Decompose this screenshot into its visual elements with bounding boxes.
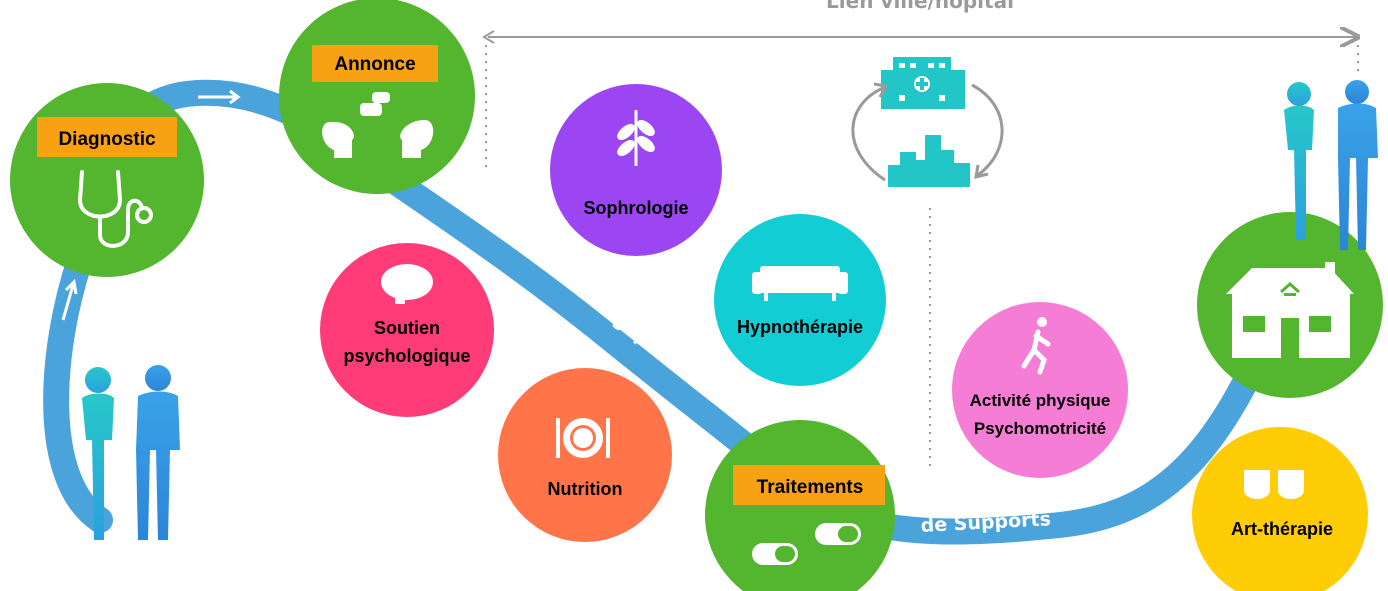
cycle-arrow-left [851,86,886,182]
care-activite-label-1: Activité physique [970,391,1111,410]
couch-icon [752,266,848,301]
stethoscope-icon [77,170,153,248]
city-icon [888,135,970,187]
pills-icon [752,523,861,565]
running-person-icon [1021,317,1051,375]
path-arrow-right [198,89,241,105]
care-nutrition-label: Nutrition [548,479,623,499]
care-sophrologie-label: Sophrologie [584,198,689,218]
tag-diagnostic [37,117,177,157]
care-activite [952,302,1128,478]
tag-traitements [733,465,885,505]
path-arrow-up [61,278,78,321]
talking-heads-icon [322,92,434,158]
care-soutien-label-2: psychologique [343,346,470,366]
care-hypnotherapie [714,214,886,386]
hospital-icon [881,57,965,109]
step-diagnostic [10,83,204,277]
lien-label: Lien ville/hôpital [826,0,1014,13]
step-diagnostic-label: Diagnostic [58,129,156,150]
plate-cutlery-icon [556,418,610,458]
step-annonce-label: Annonce [334,54,415,75]
care-activite-label-2: Psychomotricité [974,419,1106,438]
care-sophrologie [550,84,722,256]
sprout-icon [617,110,655,166]
tag-annonce [312,45,438,82]
care-soutien-label-1: Soutien [374,318,440,338]
brain-icon [381,264,433,304]
care-art-label: Art-thérapie [1231,519,1333,539]
step-traitements [705,420,895,591]
care-art [1192,427,1368,591]
house-icon [1226,262,1354,358]
couple-icon-end [1284,80,1378,250]
couple-icon-start [82,365,180,540]
step-traitements-label: Traitements [757,477,864,498]
cycle-arrow-right [971,83,1004,177]
theater-masks-icon [1244,470,1304,499]
care-hypnotherapie-label: Hypnothérapie [737,317,863,337]
care-soutien [320,243,494,417]
